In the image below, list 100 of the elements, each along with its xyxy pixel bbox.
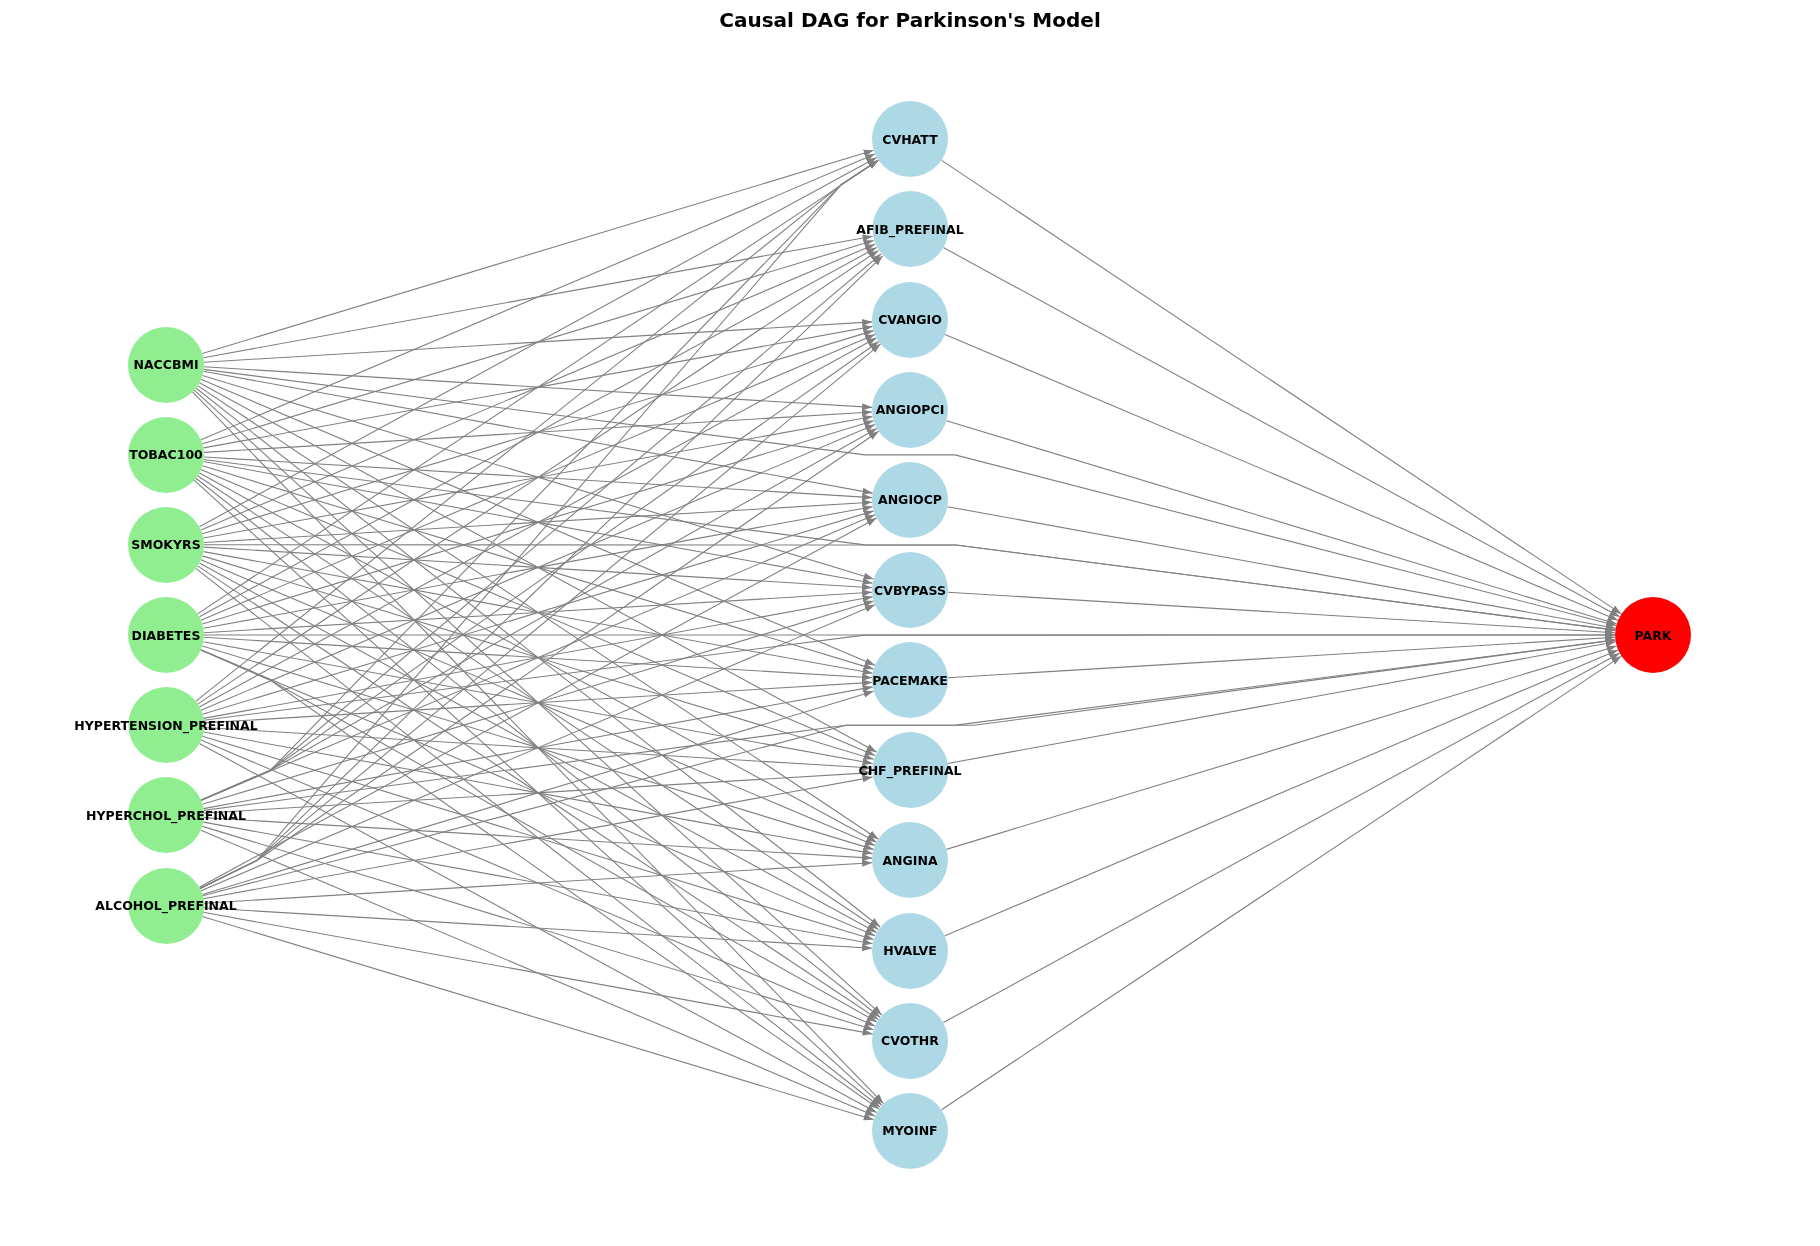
arrow: [200, 559, 876, 847]
arrow: [203, 546, 873, 591]
arrow: [203, 636, 873, 681]
node-label: HYPERCHOL_PREFINAL: [86, 807, 246, 823]
arrow: [199, 430, 880, 890]
node-label: NACCBMI: [133, 357, 199, 372]
arrow: [203, 456, 873, 501]
arrow: [202, 551, 874, 675]
arrow: [202, 595, 874, 719]
node-label: SMOKYRS: [131, 537, 201, 553]
arrow: [942, 652, 1621, 1024]
node-label: CHF_PREFINAL: [858, 762, 962, 778]
arrow: [201, 330, 875, 535]
node-label: HVALVE: [883, 943, 937, 959]
arrow: [198, 382, 878, 753]
arrow: [942, 247, 1621, 618]
arrow: [201, 510, 875, 715]
arrow: [946, 506, 1617, 630]
arrow: [200, 427, 878, 801]
arrow: [200, 604, 876, 892]
arrow: [944, 649, 1619, 937]
arrow: [201, 825, 875, 1031]
arrow: [201, 420, 875, 625]
arrow: [200, 378, 876, 666]
arrow: [200, 649, 876, 937]
arrow: [944, 333, 1619, 621]
arrow: [947, 634, 1616, 679]
arrow: [203, 589, 873, 634]
arrow: [201, 690, 875, 896]
node-label: MYOINF: [882, 1123, 938, 1139]
arrow: [201, 555, 875, 760]
arrow: [202, 731, 874, 856]
arrow: [203, 409, 873, 453]
node-label: HYPERTENSION_PREFINAL: [74, 717, 258, 733]
arrow: [203, 817, 873, 861]
arrow: [198, 562, 878, 933]
node-label: PARK: [1634, 627, 1672, 643]
arrow: [203, 368, 1617, 627]
arrow: [202, 460, 874, 585]
node-label: ANGIOCP: [878, 492, 942, 508]
arrow: [202, 324, 874, 449]
node-label: PACEMAKE: [872, 672, 948, 688]
arrow: [197, 159, 879, 615]
arrow: [200, 829, 876, 1117]
arrow: [203, 631, 1616, 721]
node-label: CVHATT: [882, 131, 938, 147]
arrow: [200, 468, 876, 756]
arrow: [202, 821, 874, 946]
arrow: [201, 645, 875, 850]
arrow: [198, 247, 878, 618]
arrow: [198, 156, 878, 528]
arrow: [197, 565, 879, 1021]
arrow: [203, 637, 1616, 811]
arrow: [201, 465, 875, 670]
node-label: ALCOHOL_PREFINAL: [95, 898, 237, 913]
node-label: ANGINA: [882, 852, 938, 868]
arrow: [198, 337, 878, 708]
arrow: [945, 420, 1618, 625]
arrow: [201, 374, 875, 580]
arrow: [200, 153, 876, 441]
arrow: [197, 385, 879, 840]
node-label: AFIB_PREFINAL: [856, 221, 964, 237]
arrow: [202, 637, 1616, 897]
arrow: [202, 505, 874, 629]
arrow: [202, 370, 874, 495]
arrow: [202, 685, 874, 810]
arrow: [203, 319, 873, 363]
diagram-title: Causal DAG for Parkinson's Model: [718, 8, 1102, 32]
arrow: [947, 591, 1616, 636]
arrow: [202, 414, 874, 539]
arrow: [200, 514, 876, 802]
arrow: [200, 243, 876, 531]
arrow: [200, 649, 880, 1110]
arrow: [198, 517, 878, 888]
arrow: [200, 739, 876, 1027]
node-label: CVBYPASS: [874, 582, 946, 598]
arrow: [198, 742, 878, 1114]
arrow: [202, 641, 874, 766]
node-label: ANGIOPCI: [875, 402, 945, 418]
arrow: [201, 149, 875, 355]
arrow: [945, 645, 1618, 850]
node-label: DIABETES: [131, 627, 201, 643]
arrow: [198, 472, 878, 843]
arrow: [202, 911, 874, 1036]
arrow: [201, 239, 875, 445]
arrow: [941, 159, 1622, 615]
arrow: [202, 234, 874, 359]
node-label: TOBAC100: [129, 447, 203, 463]
arrow: [201, 915, 875, 1121]
arrow: [946, 640, 1617, 765]
node-label: CVOTHR: [881, 1033, 939, 1049]
arrow: [203, 499, 873, 544]
node-label: CVANGIO: [878, 312, 942, 328]
arrow: [203, 544, 1616, 633]
arrow: [941, 655, 1622, 1111]
arrow: [201, 735, 875, 941]
arrow: [203, 366, 873, 411]
arrow: [197, 475, 879, 931]
arrow: [200, 333, 876, 621]
arrow: [197, 249, 879, 705]
